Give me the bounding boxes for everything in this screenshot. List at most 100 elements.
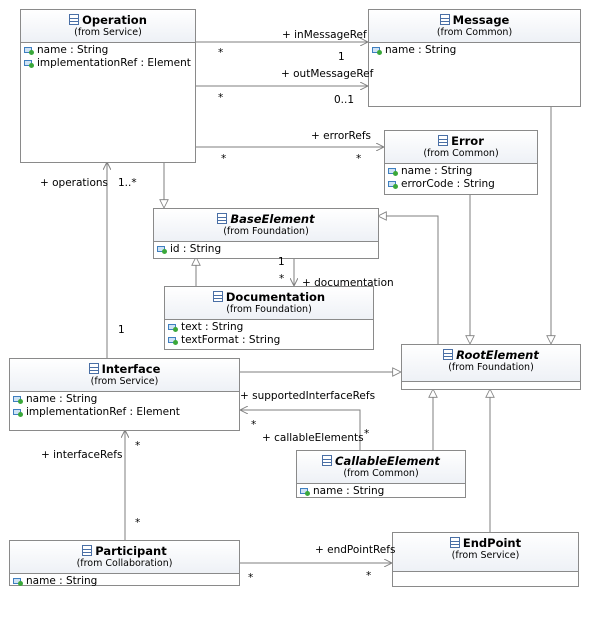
class-end-point[interactable]: EndPoint (from Service): [392, 532, 579, 587]
class-name: CallableElement: [335, 453, 440, 468]
class-name: RootElement: [456, 347, 539, 362]
class-header: RootElement (from Foundation): [402, 345, 580, 382]
attribute: name : String: [24, 44, 192, 57]
mult-error-src: *: [221, 153, 227, 165]
attribute-text: name : String: [385, 44, 457, 56]
class-operation[interactable]: Operation (from Service) name : String i…: [20, 9, 196, 163]
class-package: (from Common): [343, 468, 419, 479]
class-root-element[interactable]: RootElement (from Foundation): [401, 344, 581, 390]
class-header: Operation (from Service): [21, 10, 195, 43]
class-documentation[interactable]: Documentation (from Foundation) text : S…: [164, 286, 374, 350]
mult-documentation-owner: 1: [278, 256, 285, 268]
gen-root-base: [378, 216, 439, 344]
assoc-supported-interface-refs: [240, 410, 361, 450]
mult-out-message-tgt: 0..1: [334, 94, 355, 106]
attribute: id : String: [157, 243, 375, 256]
mult-operations-owner: 1: [118, 324, 125, 336]
class-package: (from Foundation): [226, 304, 312, 315]
class-callable-element[interactable]: CallableElement (from Common) name : Str…: [296, 450, 466, 498]
class-package: (from Common): [436, 27, 513, 38]
label-out-message-ref: + outMessageRef: [281, 68, 374, 80]
attribute-icon: [13, 395, 24, 404]
attribute-text: name : String: [26, 575, 98, 587]
attribute: textFormat : String: [168, 334, 370, 347]
mult-operations: 1..*: [118, 177, 137, 189]
mult-interface-refs-tgt: *: [135, 440, 141, 452]
attribute-icon: [372, 46, 383, 55]
class-name: Interface: [101, 361, 161, 376]
class-header: EndPoint (from Service): [393, 533, 578, 572]
attribute-text: name : String: [37, 44, 109, 56]
attribute-icon: [168, 336, 179, 345]
mult-out-message-src: *: [218, 92, 224, 104]
attribute-text: errorCode : String: [401, 178, 495, 190]
class-message[interactable]: Message (from Common) name : String: [368, 9, 581, 107]
class-name: Documentation: [225, 289, 326, 304]
class-header: BaseElement (from Foundation): [154, 209, 378, 242]
class-icon: [438, 135, 449, 146]
attribute: name : String: [13, 393, 236, 406]
attribute-text: implementationRef : Element: [26, 406, 180, 418]
attribute-icon: [300, 487, 311, 496]
class-attributes: name : String implementationRef : Elemen…: [21, 43, 195, 71]
attribute-text: id : String: [170, 243, 222, 255]
class-package: (from Foundation): [448, 362, 534, 373]
attribute-icon: [13, 577, 24, 586]
class-name: BaseElement: [230, 211, 315, 226]
attribute: name : String: [372, 44, 577, 57]
class-icon: [212, 291, 223, 302]
attribute: implementationRef : Element: [24, 57, 192, 70]
label-supported-interface-refs: + supportedInterfaceRefs: [240, 390, 376, 402]
class-name: Operation: [82, 12, 147, 27]
class-header: Interface (from Service): [10, 359, 239, 392]
class-name: Message: [452, 12, 510, 27]
mult-interface-refs-src: *: [135, 517, 141, 529]
class-interface[interactable]: Interface (from Service) name : String i…: [9, 358, 240, 431]
label-callable-elements: + callableElements: [262, 432, 364, 444]
attribute: implementationRef : Element: [13, 406, 236, 419]
mult-documentation: *: [279, 273, 285, 285]
class-icon: [322, 455, 333, 466]
class-header: CallableElement (from Common): [297, 451, 465, 484]
attribute: text : String: [168, 321, 370, 334]
class-header: Error (from Common): [385, 131, 537, 164]
attribute-text: text : String: [181, 321, 244, 333]
attribute-text: name : String: [313, 485, 385, 497]
attribute-icon: [13, 408, 24, 417]
attribute-text: name : String: [401, 165, 473, 177]
attribute-icon: [24, 46, 35, 55]
class-base-element[interactable]: BaseElement (from Foundation) id : Strin…: [153, 208, 379, 259]
class-package: (from Common): [423, 148, 499, 159]
attribute: name : String: [388, 165, 534, 178]
mult-in-message-src: *: [218, 47, 224, 59]
label-interface-refs: + interfaceRefs: [41, 449, 123, 461]
mult-callable: *: [364, 428, 370, 440]
attribute-icon: [168, 323, 179, 332]
class-header: Message (from Common): [369, 10, 580, 43]
label-in-message-ref: + inMessageRef: [282, 29, 367, 41]
class-attributes: name : String: [297, 484, 465, 499]
class-icon: [439, 14, 450, 25]
class-name: EndPoint: [462, 535, 522, 550]
class-header: Documentation (from Foundation): [165, 287, 373, 320]
attribute-text: implementationRef : Element: [37, 57, 191, 69]
class-package: (from Service): [451, 550, 520, 561]
class-attributes: text : String textFormat : String: [165, 320, 373, 348]
class-name: Participant: [95, 543, 167, 558]
mult-in-message-tgt: 1: [338, 51, 345, 63]
attribute: errorCode : String: [388, 178, 534, 191]
class-icon: [88, 363, 99, 374]
class-participant[interactable]: Participant (from Collaboration) name : …: [9, 540, 240, 588]
attribute-icon: [388, 167, 399, 176]
class-error[interactable]: Error (from Common) name : String errorC…: [384, 130, 538, 195]
class-attributes: id : String: [154, 242, 378, 257]
label-documentation: + documentation: [302, 277, 394, 289]
class-icon: [82, 545, 93, 556]
class-icon: [217, 213, 228, 224]
mult-end-point-src: *: [248, 572, 254, 584]
attribute: name : String: [13, 575, 236, 588]
class-package: (from Foundation): [223, 226, 309, 237]
label-error-refs: + errorRefs: [311, 130, 372, 142]
class-name: Error: [451, 133, 484, 148]
class-icon: [449, 537, 460, 548]
